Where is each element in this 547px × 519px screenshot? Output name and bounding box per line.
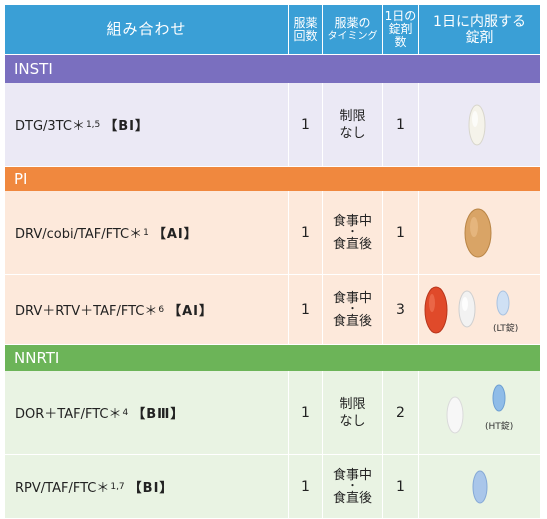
regimen-label: DTG/3TC＊ <box>15 119 85 134</box>
regimen-label: RPV/TAF/FTC＊ <box>15 481 110 496</box>
regimen-label: DOR＋TAF/FTC＊ <box>15 407 122 422</box>
pill-image-cell <box>419 191 540 275</box>
white-tablet-icon <box>468 104 486 146</box>
regimen-label: DRV/cobi/TAF/FTC＊ <box>15 227 143 242</box>
table-header: 組み合わせ 服薬 回数 服薬の タイミング 1日の 錠剤数 1日に内服する 錠剤 <box>5 5 540 55</box>
doses-cell: 1 <box>289 275 323 345</box>
header-tablets-line2: 錠剤数 <box>388 22 413 49</box>
timing-cell: 制限 なし <box>323 371 383 455</box>
table-row: DOR＋TAF/FTC＊4【BⅢ】 1 制限 なし 2 (HT錠) <box>5 371 540 455</box>
timing-top: 制限 <box>339 108 366 124</box>
header-tablets-line1: 1日の <box>384 9 417 23</box>
header-combination: 組み合わせ <box>5 5 289 55</box>
tablet-note: (HT錠) <box>485 422 514 432</box>
header-timing-line2: タイミング <box>327 30 378 42</box>
timing-cell: 食事中 ・ 食直後 <box>323 455 383 519</box>
tablets-cell: 1 <box>383 455 419 519</box>
blue-tablet-icon <box>492 384 506 412</box>
footnote-ref: 1 <box>143 227 149 238</box>
recommendation-grade: 【BⅠ】 <box>128 481 174 496</box>
timing-separator: ・ <box>347 480 358 492</box>
section-insti: INSTI <box>5 55 540 83</box>
header-tablets: 1日の 錠剤数 <box>383 5 419 55</box>
doses-cell: 1 <box>289 191 323 275</box>
section-pi: PI <box>5 167 540 191</box>
tablets-cell: 1 <box>383 83 419 167</box>
footnote-ref: 4 <box>122 407 129 418</box>
footnote-ref: 1,5 <box>85 119 101 130</box>
tablets-cell: 3 <box>383 275 419 345</box>
table-row: RPV/TAF/FTC＊1,7【BⅠ】 1 食事中 ・ 食直後 1 <box>5 455 540 519</box>
doses-cell: 1 <box>289 371 323 455</box>
table-row: DRV＋RTV＋TAF/FTC＊6【AⅠ】 1 食事中 ・ 食直後 3 (LT錠… <box>5 275 540 345</box>
doses-cell: 1 <box>289 83 323 167</box>
timing-cell: 制限 なし <box>323 83 383 167</box>
header-timing: 服薬の タイミング <box>323 5 383 55</box>
timing-top: 食事中 <box>332 213 372 229</box>
header-daily-line1: 1日に内服する <box>433 13 526 30</box>
pill-image-cell: (LT錠) <box>419 275 540 345</box>
timing-bottom: 食直後 <box>332 490 372 506</box>
regimen-name: DTG/3TC＊1,5【BⅠ】 <box>5 83 289 167</box>
footnote-ref: 6 <box>158 304 165 315</box>
header-daily-line2: 錠剤 <box>465 29 494 46</box>
recommendation-grade: 【BⅢ】 <box>132 407 185 422</box>
table-row: DRV/cobi/TAF/FTC＊1【AⅠ】 1 食事中 ・ 食直後 1 <box>5 191 540 275</box>
pill-image-cell: (HT錠) <box>419 371 540 455</box>
timing-bottom: なし <box>339 413 366 429</box>
timing-cell: 食事中 ・ 食直後 <box>323 191 383 275</box>
recommendation-grade: 【BⅠ】 <box>104 119 150 134</box>
section-nnrti: NNRTI <box>5 345 540 371</box>
white-tablet-icon <box>446 396 464 434</box>
timing-bottom: なし <box>339 125 366 141</box>
footnote-ref: 1,7 <box>110 481 125 492</box>
timing-top: 食事中 <box>332 467 372 483</box>
light-blue-tablet-icon <box>496 290 510 316</box>
timing-bottom: 食直後 <box>332 236 372 252</box>
pill-image-cell <box>419 455 540 519</box>
timing-top: 食事中 <box>332 290 372 306</box>
tablet-note: (LT錠) <box>493 324 519 334</box>
pill-image-cell <box>419 83 540 167</box>
white-tablet-icon <box>458 290 476 328</box>
timing-bottom: 食直後 <box>332 313 372 329</box>
timing-separator: ・ <box>347 226 358 238</box>
regimen-name: DRV/cobi/TAF/FTC＊1【AⅠ】 <box>5 191 289 275</box>
header-doses-line1: 服薬 <box>293 15 318 30</box>
recommendation-grade: 【AⅠ】 <box>168 304 213 319</box>
regimen-name: DRV＋RTV＋TAF/FTC＊6【AⅠ】 <box>5 275 289 345</box>
tablets-cell: 1 <box>383 191 419 275</box>
regimen-label: DRV＋RTV＋TAF/FTC＊ <box>15 304 158 319</box>
tan-tablet-icon <box>464 208 492 258</box>
regimen-name: DOR＋TAF/FTC＊4【BⅢ】 <box>5 371 289 455</box>
tablets-cell: 2 <box>383 371 419 455</box>
timing-top: 制限 <box>339 396 366 412</box>
recommendation-grade: 【AⅠ】 <box>152 227 198 242</box>
timing-separator: ・ <box>347 303 358 315</box>
timing-cell: 食事中 ・ 食直後 <box>323 275 383 345</box>
header-doses-line2: 回数 <box>293 28 318 43</box>
header-doses: 服薬 回数 <box>289 5 323 55</box>
header-daily-tablets: 1日に内服する 錠剤 <box>419 5 540 55</box>
regimen-name: RPV/TAF/FTC＊1,7【BⅠ】 <box>5 455 289 519</box>
table-row: DTG/3TC＊1,5【BⅠ】 1 制限 なし 1 <box>5 83 540 167</box>
header-timing-line1: 服薬の <box>334 15 371 30</box>
doses-cell: 1 <box>289 455 323 519</box>
blue-tablet-icon <box>472 470 488 504</box>
orange-tablet-icon <box>424 286 448 334</box>
